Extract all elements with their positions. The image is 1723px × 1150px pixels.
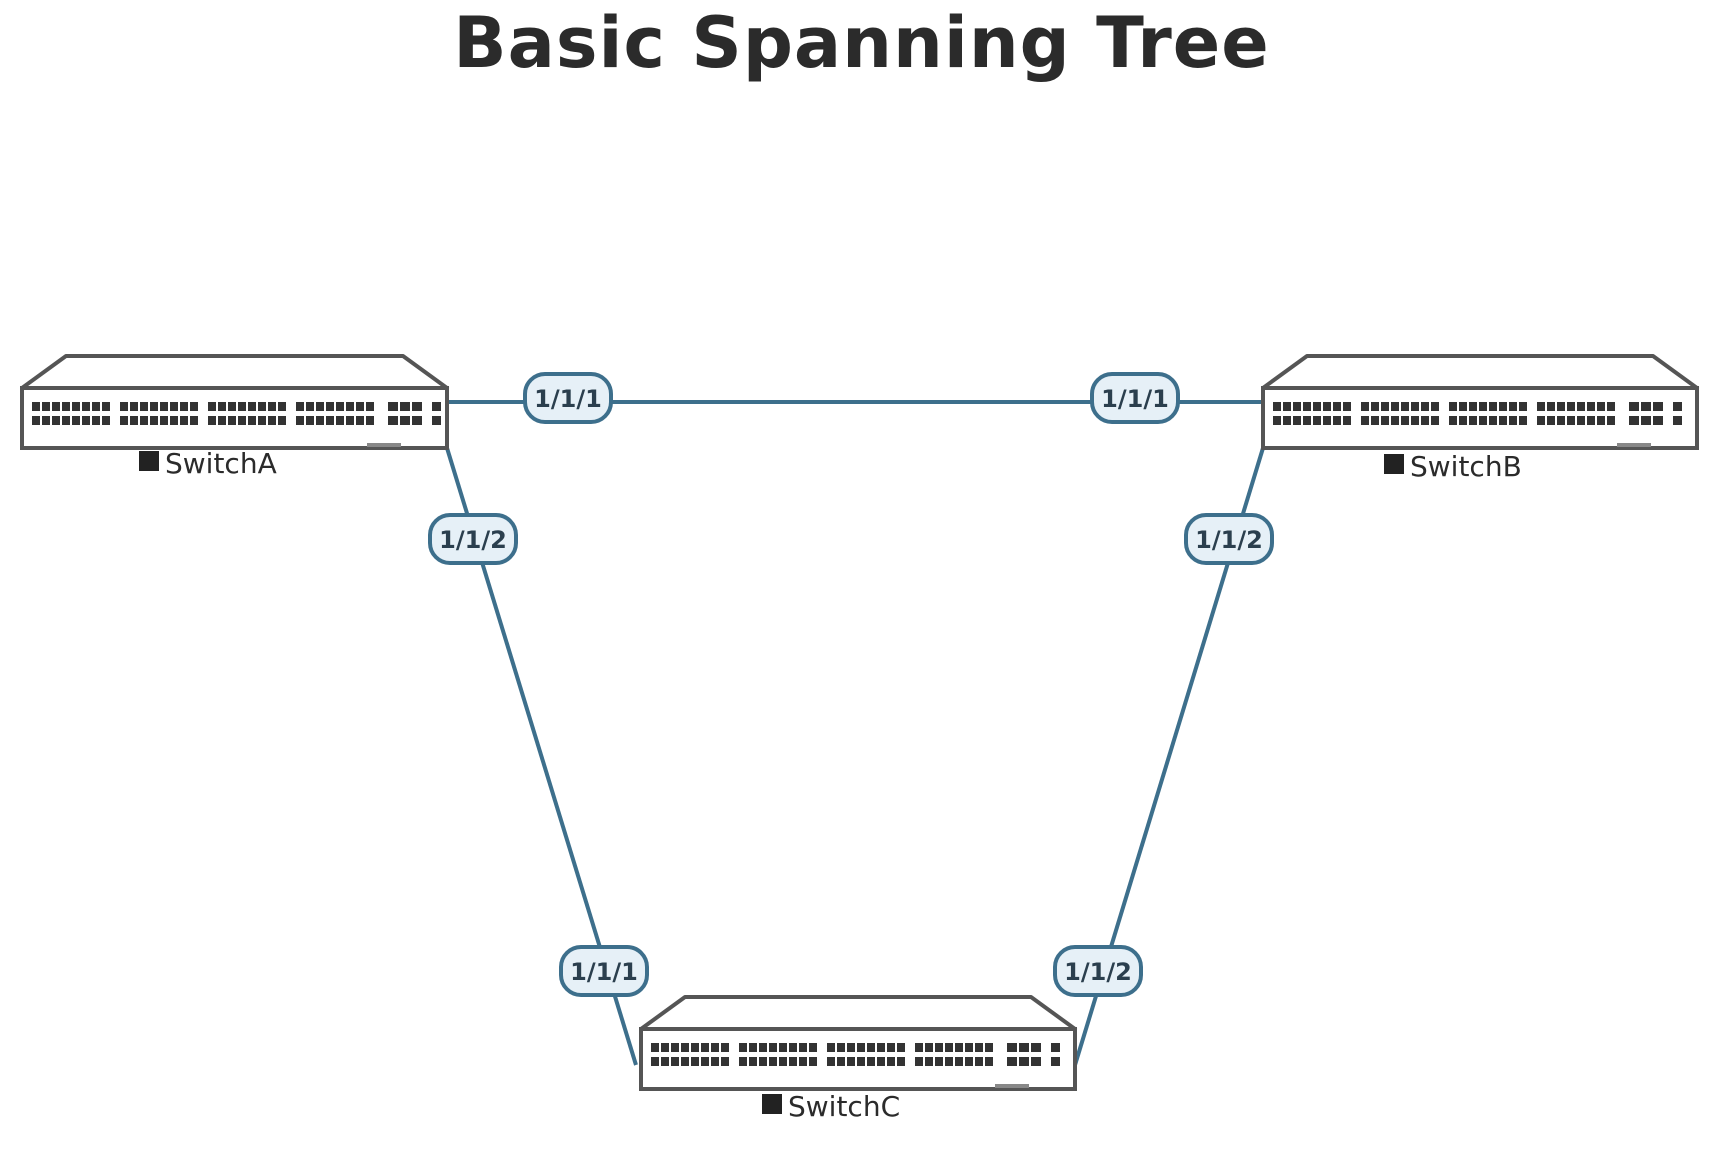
port-badge: 1/1/1 [523, 372, 613, 424]
network-switch-icon [639, 995, 1077, 1091]
port-label: 1/1/1 [1101, 385, 1169, 413]
port-label: 1/1/2 [1195, 526, 1263, 554]
port-badge: 1/1/1 [1090, 372, 1180, 424]
switch-c[interactable]: SwitchC [639, 995, 1077, 1123]
port-badge: 1/1/1 [559, 945, 649, 997]
port-badge: 1/1/2 [428, 513, 518, 565]
port-label: 1/1/1 [570, 958, 638, 986]
network-switch-icon [20, 354, 449, 450]
network-switch-icon [1261, 354, 1699, 450]
port-badge: 1/1/2 [1184, 513, 1274, 565]
port-label: 1/1/2 [1064, 958, 1132, 986]
switch-b[interactable]: SwitchB [1261, 354, 1699, 483]
diagram-title: Basic Spanning Tree [453, 2, 1270, 84]
port-label: 1/1/2 [439, 526, 507, 554]
switch-label-square [1384, 454, 1404, 474]
port-label: 1/1/1 [534, 385, 602, 413]
switch-label-square [139, 451, 159, 471]
switch-a[interactable]: SwitchA [20, 354, 449, 480]
switch-label: SwitchB [1410, 450, 1522, 483]
switch-label: SwitchC [788, 1090, 900, 1123]
port-badge: 1/1/2 [1053, 945, 1143, 997]
switch-label: SwitchA [165, 447, 277, 480]
switch-label-square [762, 1094, 782, 1114]
